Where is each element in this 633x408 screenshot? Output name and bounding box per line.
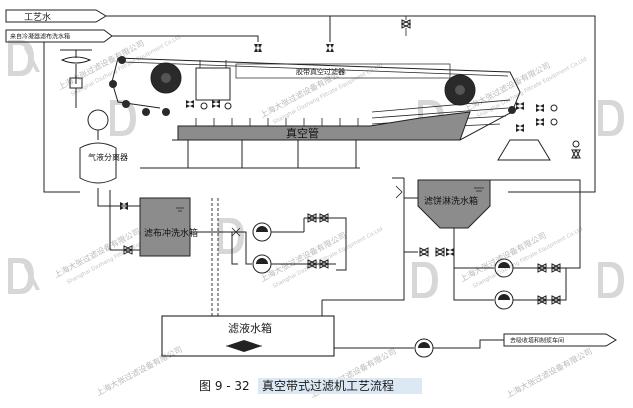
watermark-logo xyxy=(218,218,244,254)
roller xyxy=(508,106,516,114)
vacuum-pipe: 真空管 xyxy=(177,111,471,141)
to-absorber-label: 去吸收塔和制浆车间 xyxy=(510,337,564,345)
separator-drain xyxy=(97,188,140,207)
separator-vessel-top xyxy=(87,109,109,131)
watermark-logo xyxy=(598,262,624,298)
roller xyxy=(109,80,117,88)
vacuum-pipe-label: 真空管 xyxy=(286,126,319,140)
roller xyxy=(142,108,150,116)
belt-filter-label-box xyxy=(235,63,451,79)
watermark-text-en: Shanghai Dazhang Filtrate Equipment Co.L… xyxy=(472,226,584,289)
header-valve xyxy=(400,16,412,36)
gas-liquid-separator: 气液分离器 xyxy=(79,109,128,184)
to-absorber-arrow xyxy=(503,333,617,347)
watermark-logo xyxy=(8,40,40,76)
caption-title: 真空带式过滤机工艺流程 xyxy=(262,378,394,393)
cloth-wash-tank-label: 滤布冲洗水箱 xyxy=(144,227,198,239)
watermark-logo xyxy=(412,262,438,298)
belt-return xyxy=(111,57,161,109)
cloth-wash-tank: 滤布冲洗水箱 xyxy=(109,190,198,257)
wash-box xyxy=(195,67,231,101)
caption-highlight xyxy=(258,378,422,394)
filter-cloth-water-inlet: 来自冷凝器滤布洗水箱 xyxy=(5,29,113,43)
vacuum-pipe-body xyxy=(177,111,471,141)
process-water-inlet: 工艺水 xyxy=(5,9,107,23)
figure-caption: 图 9 - 32 真空带式过滤机工艺流程 xyxy=(199,378,422,394)
process-water-header-pipe xyxy=(106,15,596,160)
cloth-water-pipe xyxy=(112,35,259,42)
left-return-pipe xyxy=(43,42,80,193)
belt-filter-label: 胶带真空过滤器 xyxy=(296,67,345,76)
roller xyxy=(162,108,170,116)
top-valve-left xyxy=(254,44,262,52)
filtrate-drops xyxy=(187,140,357,168)
watermark-text: 上海大张过滤设备有限公司 xyxy=(94,344,183,398)
watermark-logo xyxy=(8,258,40,294)
watermark-logo xyxy=(110,100,136,136)
to-absorber-outlet: 去吸收塔和制浆车间 xyxy=(503,333,617,347)
belt-wash-valves xyxy=(186,100,232,110)
cloth-wash-tank-body xyxy=(139,197,191,257)
cloth-water-source-arrow xyxy=(5,29,113,43)
cloth-water-source-label: 来自冷凝器滤布洗水箱 xyxy=(10,33,70,41)
filtrate-tank-label: 滤液水箱 xyxy=(228,321,272,335)
caption-number: 图 9 - 32 xyxy=(199,379,250,393)
filtrate-tank: 滤液水箱 xyxy=(161,252,504,358)
roller xyxy=(118,56,126,64)
belt-filter-assembly: 胶带真空过滤器 xyxy=(109,56,521,141)
right-valve-group xyxy=(516,102,558,132)
process-water-to-cake-tank xyxy=(508,160,596,193)
right-side-valve xyxy=(571,140,581,160)
watermark-logo xyxy=(598,100,624,136)
vacuum-pump-fan xyxy=(60,49,92,108)
roller xyxy=(122,100,130,108)
separator-label: 气液分离器 xyxy=(88,152,128,162)
discharge-hopper xyxy=(497,139,551,161)
cake-wash-tank: 滤饼淋洗水箱 xyxy=(392,177,581,310)
cake-wash-tank-label: 滤饼淋洗水箱 xyxy=(424,195,478,207)
process-water-label: 工艺水 xyxy=(24,11,51,23)
watermark-text-en: Shanghai Dazhang Filtrate Equipment Co.L… xyxy=(272,226,384,289)
filtrate-tank-body xyxy=(161,315,335,357)
top-valve-right xyxy=(326,44,334,52)
watermark-text: 上海大张过滤设备有限公司 xyxy=(504,346,593,400)
process-water-arrow xyxy=(5,9,107,23)
watermark-text-en: Shanghai Dazhang Filtrate Equipment Co.L… xyxy=(476,56,588,119)
cloth-wash-pump-group xyxy=(190,213,347,274)
